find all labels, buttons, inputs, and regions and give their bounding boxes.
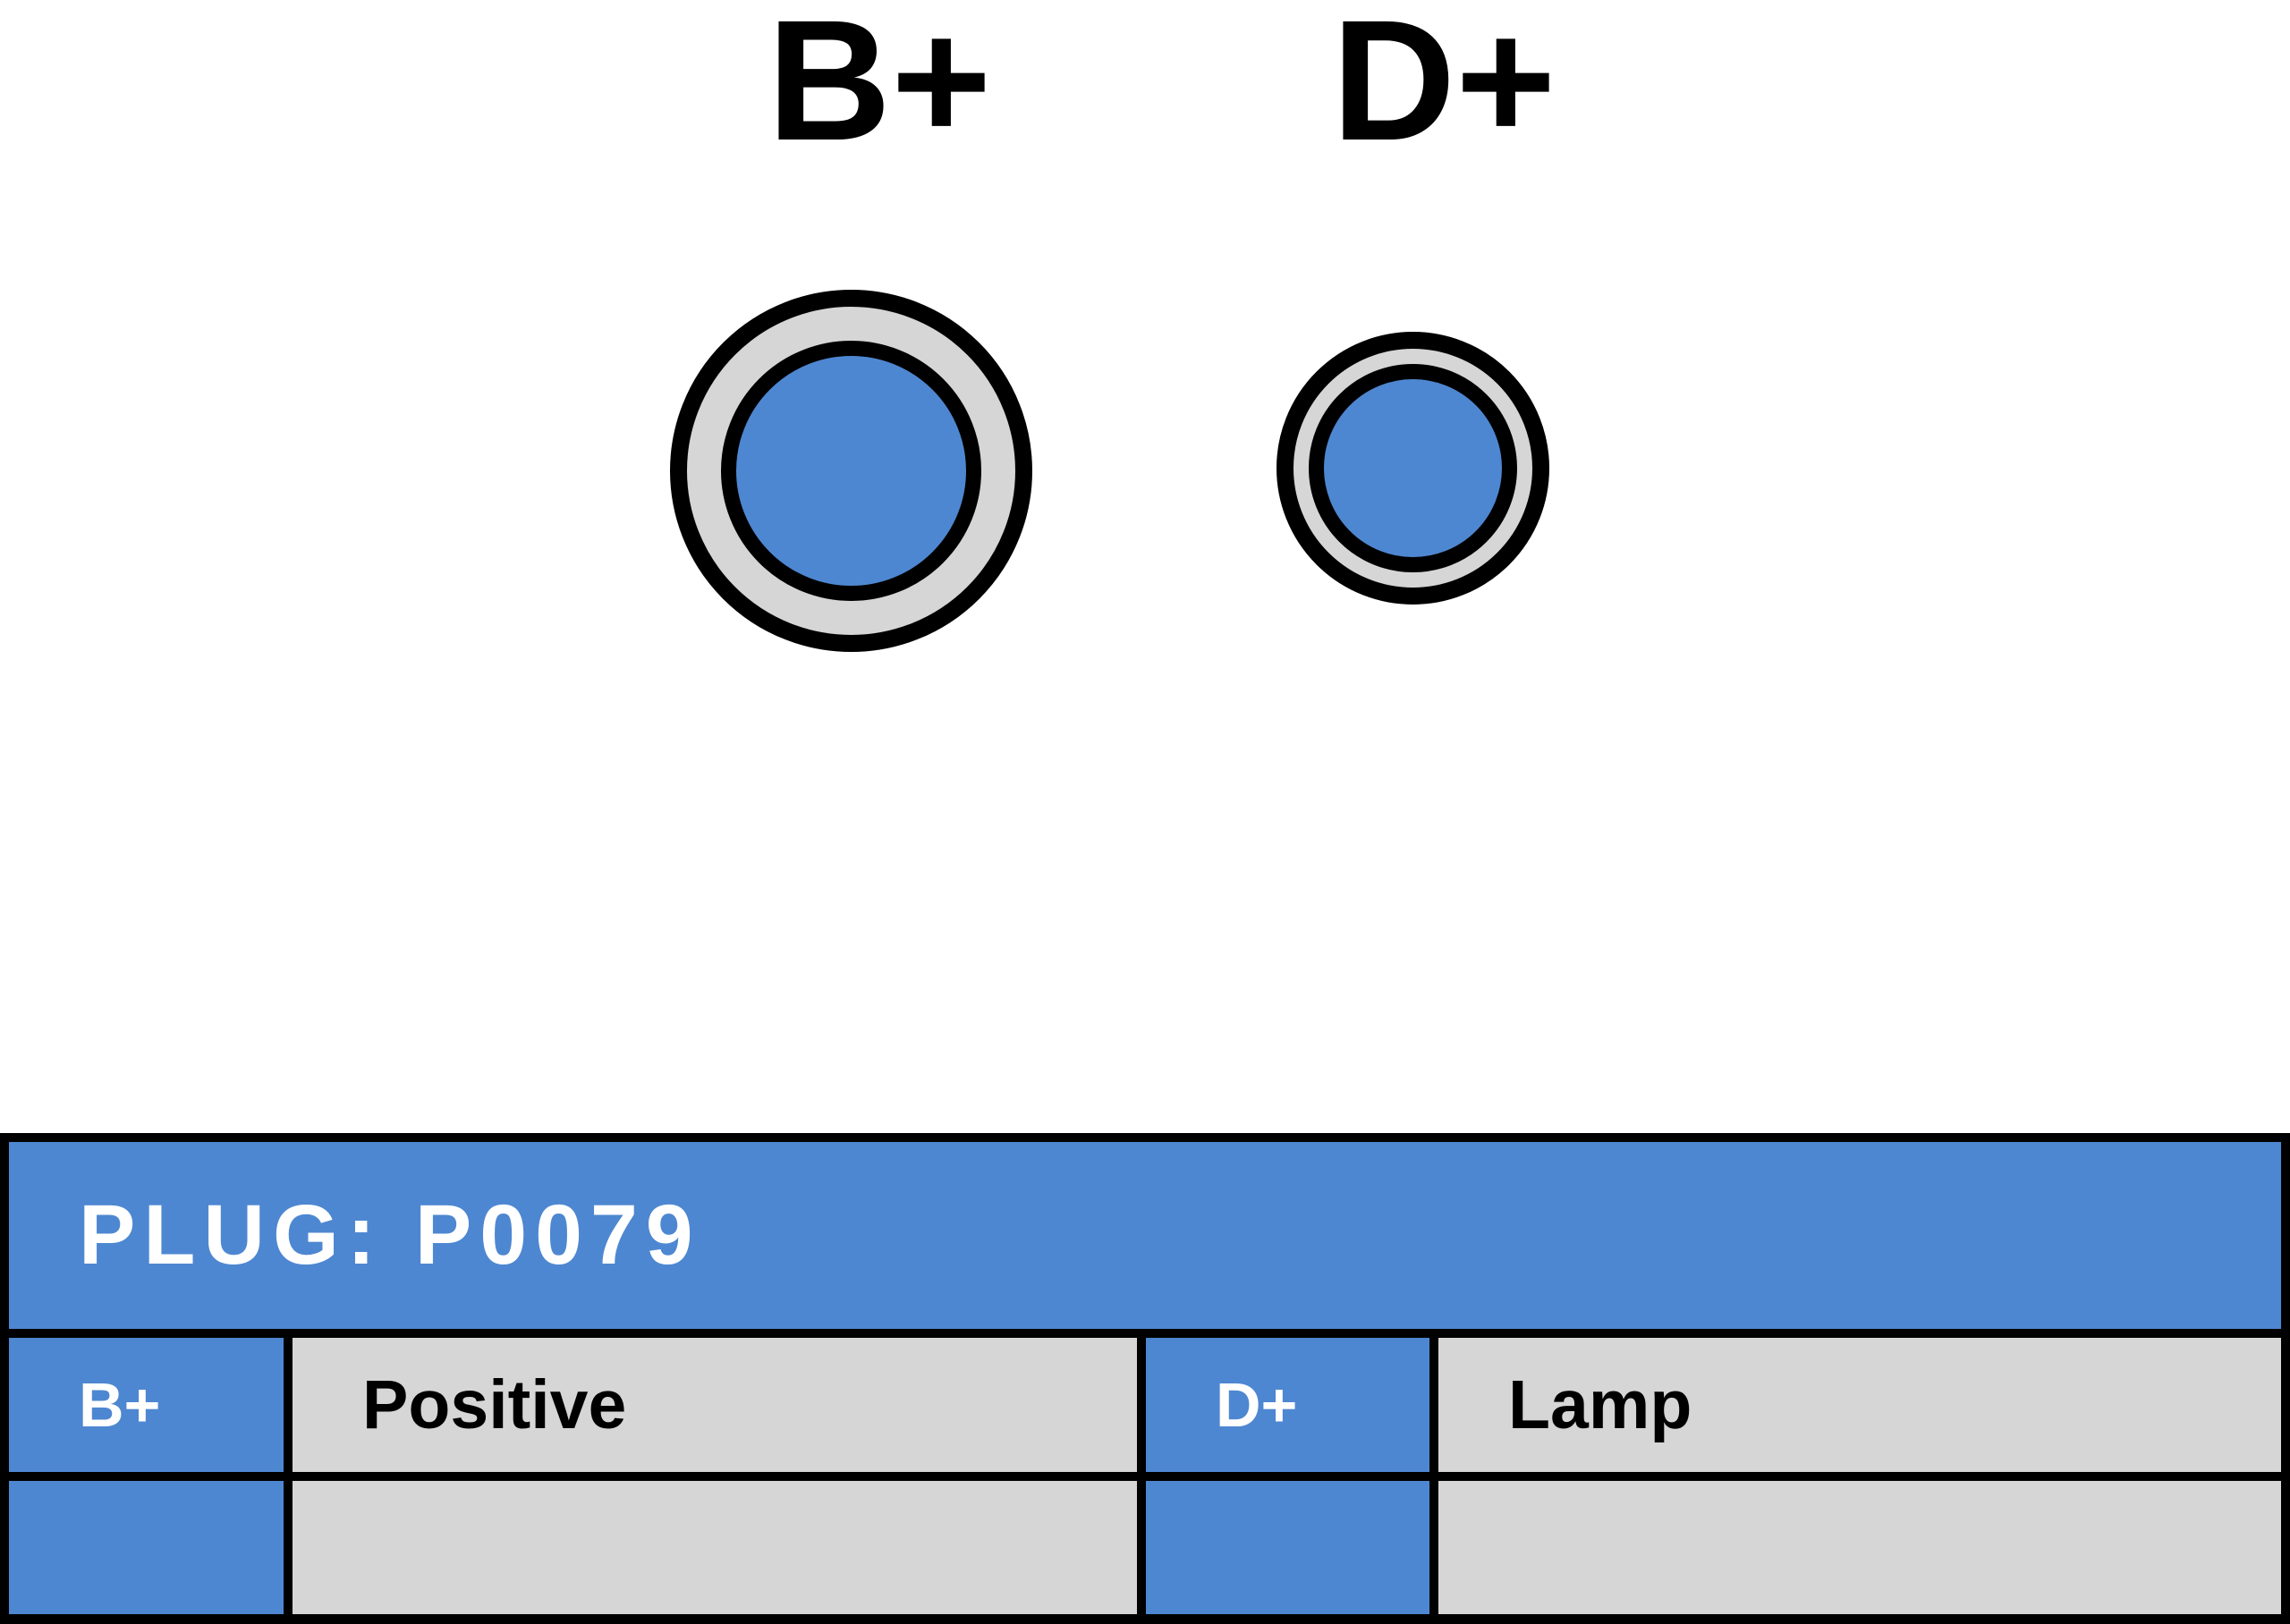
empty-function-cell-left bbox=[293, 1481, 1137, 1614]
terminal-d-plus-pin-icon bbox=[1309, 364, 1517, 572]
function-label-lamp: Lamp bbox=[1508, 1366, 1692, 1443]
function-label-positive: Positive bbox=[362, 1366, 627, 1443]
empty-pin-cell-left bbox=[9, 1481, 284, 1614]
empty-function-cell-right bbox=[1438, 1481, 2281, 1614]
terminal-b-plus-pin-icon bbox=[721, 341, 981, 601]
pin-label-d-plus: D+ bbox=[1216, 1370, 1298, 1440]
pin-cell-d-plus: D+ bbox=[1146, 1338, 1429, 1472]
plug-table-header: PLUG: P0079 bbox=[9, 1142, 2281, 1329]
terminal-d-plus-connector-icon bbox=[1276, 332, 1549, 605]
pin-label-b-plus: B+ bbox=[79, 1370, 161, 1440]
terminal-label-d-plus: D+ bbox=[1331, 0, 1556, 176]
empty-pin-cell-right bbox=[1146, 1481, 1429, 1614]
terminal-b-plus-connector-icon bbox=[670, 290, 1032, 652]
function-cell-lamp: Lamp bbox=[1438, 1338, 2281, 1472]
plug-title: PLUG: P0079 bbox=[79, 1188, 701, 1282]
function-cell-positive: Positive bbox=[293, 1338, 1137, 1472]
pin-cell-b-plus: B+ bbox=[9, 1338, 284, 1472]
plug-pinout-table: PLUG: P0079 B+ Positive D+ Lamp bbox=[0, 1133, 2290, 1624]
terminal-label-b-plus: B+ bbox=[767, 0, 992, 176]
